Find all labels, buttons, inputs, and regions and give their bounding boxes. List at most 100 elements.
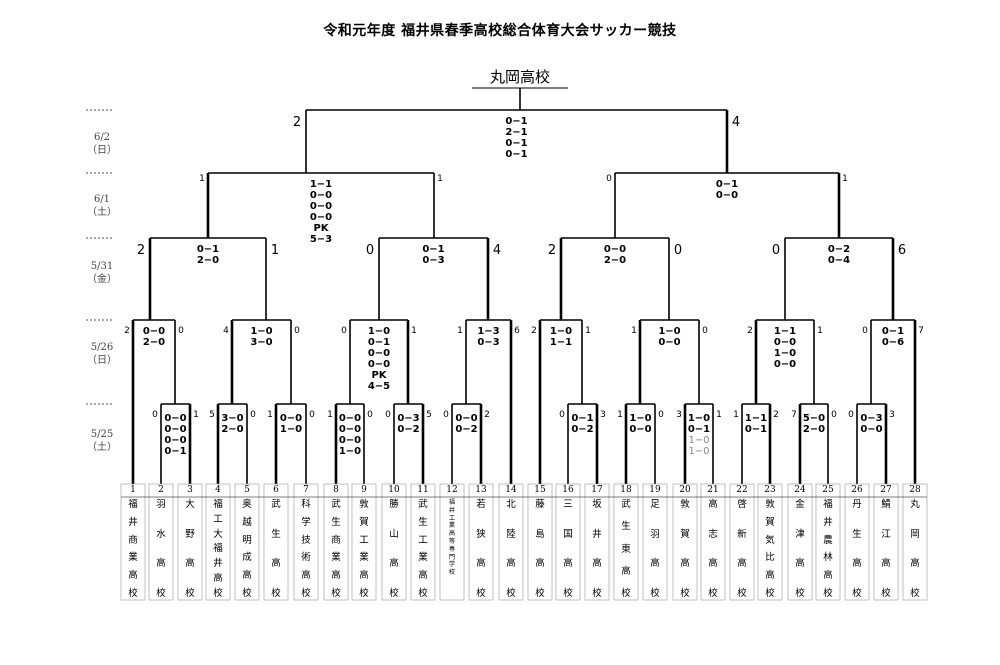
team-number: 24 xyxy=(794,485,806,495)
team-name: 奥越明成高校 xyxy=(242,499,252,599)
team-box-10 xyxy=(381,483,407,601)
r1-2v3-score-0: 0−0 xyxy=(164,413,186,424)
team-box-16 xyxy=(555,483,581,601)
team-name: 啓新高校 xyxy=(737,499,747,599)
team-box-9 xyxy=(351,483,377,601)
r2-f-left-goals: 1 xyxy=(631,326,637,336)
team-number: 17 xyxy=(591,485,603,495)
team-number: 26 xyxy=(851,485,863,495)
date-label-semifinal: 6/1（土） xyxy=(87,194,117,218)
r1-20v21-score-2: 1−0 xyxy=(688,435,709,446)
team-box-28 xyxy=(902,483,928,601)
r1-20v21-score-0: 1−0 xyxy=(688,413,710,424)
r2-g-score-2: 1−0 xyxy=(774,348,796,359)
r1-24v25-score-1: 2−0 xyxy=(803,424,825,435)
team-box-11 xyxy=(410,483,436,601)
r1-24v25-right-goals: 0 xyxy=(831,410,837,420)
r1-16v17-left-goals: 0 xyxy=(559,410,565,420)
team-box-17 xyxy=(584,483,610,601)
team-box-3 xyxy=(177,483,203,601)
sf-1-score-4: PK xyxy=(313,223,329,234)
date-label-round2: 5/26（日） xyxy=(87,342,117,366)
r2-a-score-0: 0−0 xyxy=(143,326,165,337)
r1-4v5-left-goals: 5 xyxy=(209,410,215,420)
team-name: 福井農林高校 xyxy=(823,499,833,599)
r2-f-right-goals: 0 xyxy=(702,326,708,336)
r1-12v13-score-0: 0−0 xyxy=(455,413,477,424)
r2-b-score-1: 3−0 xyxy=(250,337,272,348)
team-name: 敦賀工業高校 xyxy=(359,499,369,599)
team-name: 鯖江高校 xyxy=(881,499,891,599)
team-number: 22 xyxy=(736,485,748,495)
qf-1-right-goals: 1 xyxy=(271,243,279,258)
team-number: 13 xyxy=(475,485,487,495)
sf-1-score-0: 1−1 xyxy=(310,179,332,190)
sf-1-score-2: 0−0 xyxy=(310,201,332,212)
final-score-0: 0−1 xyxy=(505,116,527,127)
qf-2-score-0: 0−1 xyxy=(422,244,444,255)
r2-e-right-goals: 1 xyxy=(585,326,591,336)
r2-g-left-goals: 2 xyxy=(747,326,753,336)
r2-f-score-1: 0−0 xyxy=(658,337,680,348)
qf-1-left-goals: 2 xyxy=(137,243,145,258)
final-left-goals: 2 xyxy=(293,115,301,130)
r1-20v21-score-3: 1−0 xyxy=(688,446,709,457)
team-box-2 xyxy=(148,483,174,601)
team-number: 12 xyxy=(446,485,458,495)
r1-24v25-left-goals: 7 xyxy=(791,410,797,420)
team-number: 7 xyxy=(303,485,309,495)
sf-2-right-goals: 1 xyxy=(842,174,848,184)
team-box-24 xyxy=(787,483,813,601)
r1-6v7-left-goals: 1 xyxy=(267,410,273,420)
page-title: 令和元年度 福井県春季高校総合体育大会サッカー競技 xyxy=(323,23,677,39)
r1-2v3-score-1: 0−0 xyxy=(164,424,186,435)
r2-c-score-5: 4−5 xyxy=(368,381,390,392)
qf-3-right-goals: 0 xyxy=(674,243,682,258)
team-name: 敦賀気比高校 xyxy=(765,499,775,599)
r2-c-score-1: 0−1 xyxy=(368,337,390,348)
r1-8v9-score-3: 1−0 xyxy=(339,446,361,457)
final-score-3: 0−1 xyxy=(505,149,527,160)
r1-20v21-right-goals: 1 xyxy=(716,410,722,420)
team-box-26 xyxy=(844,483,870,601)
r1-2v3-left-goals: 0 xyxy=(152,410,158,420)
team-number: 21 xyxy=(707,485,719,495)
r2-g-score-1: 0−0 xyxy=(774,337,796,348)
r1-24v25-score-0: 5−0 xyxy=(803,413,825,424)
team-name: 武生高校 xyxy=(271,499,281,599)
r2-c-right-goals: 1 xyxy=(411,326,417,336)
team-name: 三国高校 xyxy=(563,499,573,599)
r2-e-score-0: 1−0 xyxy=(550,326,572,337)
r1-6v7-score-0: 0−0 xyxy=(280,413,302,424)
qf-2-left-goals: 0 xyxy=(366,243,374,258)
r1-6v7-score-1: 1−0 xyxy=(280,424,302,435)
date-label-quarterfinal: 5/31（金） xyxy=(87,261,117,285)
team-name: 丹生高校 xyxy=(852,499,862,599)
r1-20v21-score-1: 0−1 xyxy=(688,424,710,435)
final-score-2: 0−1 xyxy=(505,138,527,149)
r2-b-right-goals: 0 xyxy=(294,326,300,336)
r1-8v9-score-0: 0−0 xyxy=(339,413,361,424)
qf-4-score-0: 0−2 xyxy=(828,244,850,255)
team-number: 28 xyxy=(909,485,921,495)
team-name: 福工大福井高校 xyxy=(213,499,223,599)
r1-10v11-right-goals: 5 xyxy=(426,410,432,420)
team-box-25 xyxy=(815,483,841,601)
r2-e-left-goals: 2 xyxy=(531,326,537,336)
team-name: 足羽高校 xyxy=(650,499,660,599)
r1-8v9-right-goals: 0 xyxy=(367,410,373,420)
qf-1-score-1: 2−0 xyxy=(197,255,219,266)
r1-22v23-score-0: 1−1 xyxy=(745,413,767,424)
team-name: 武生工業高校 xyxy=(418,499,428,599)
team-number: 16 xyxy=(562,485,574,495)
date-label-round1: 5/25（土） xyxy=(87,429,117,453)
